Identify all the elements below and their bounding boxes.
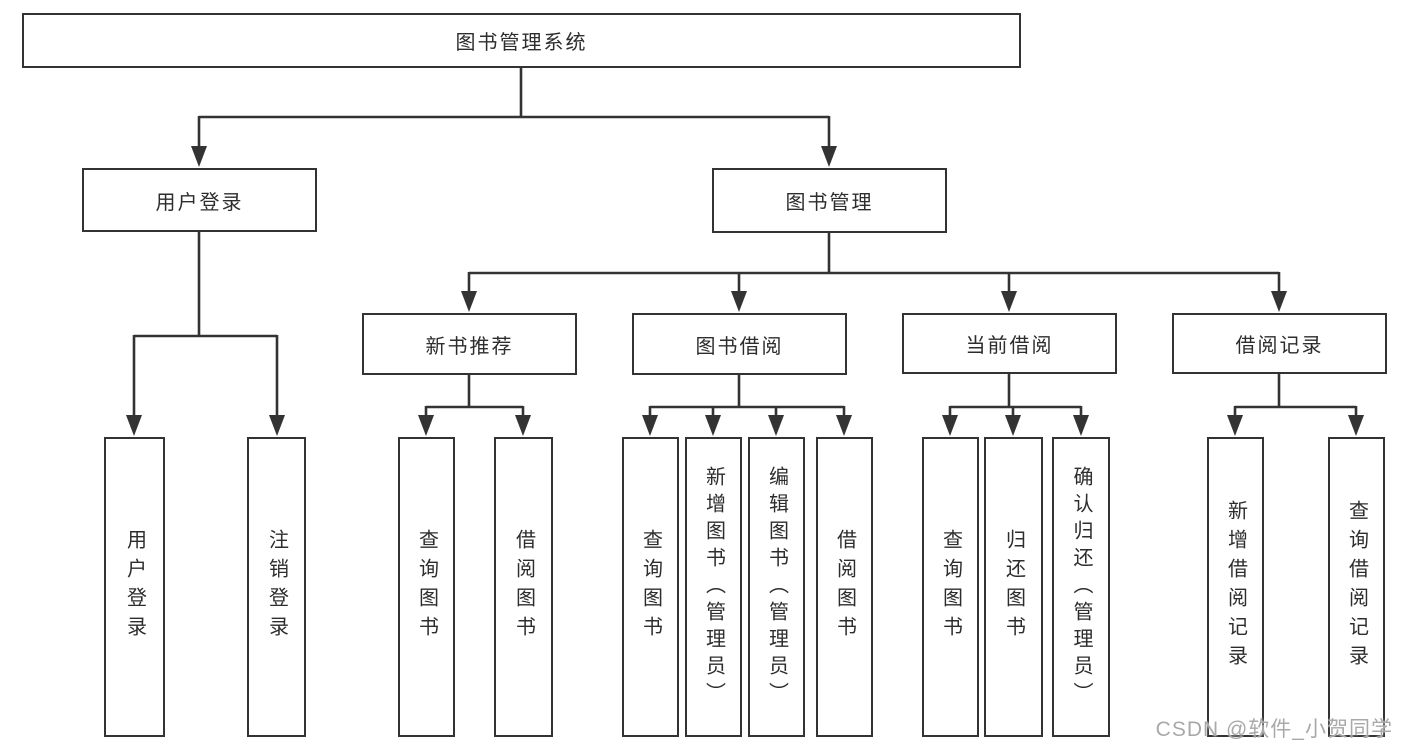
node-user-login-label: 用户登录: [155, 191, 244, 214]
leaf-bb-add-books-label: 新增图书（管理员）: [702, 465, 725, 709]
leaf-br-add-record-label: 新增借阅记录: [1224, 500, 1247, 674]
leaf-logout-label: 注销登录: [265, 529, 288, 645]
leaf-bb-borrow-books: 借阅图书: [816, 437, 873, 737]
node-book-management: 图书管理: [712, 168, 947, 233]
leaf-br-add-record: 新增借阅记录: [1207, 437, 1264, 737]
leaf-user-login: 用户登录: [104, 437, 165, 737]
leaf-cb-query-books-label: 查询图书: [939, 529, 962, 645]
node-current-borrowing: 当前借阅: [902, 313, 1117, 374]
leaf-br-query-record-label: 查询借阅记录: [1345, 500, 1368, 674]
node-root: 图书管理系统: [22, 13, 1021, 68]
node-borrowing-records: 借阅记录: [1172, 313, 1387, 374]
node-borrowing-records-label: 借阅记录: [1235, 335, 1324, 357]
leaf-cb-query-books: 查询图书: [922, 437, 979, 737]
leaf-nbr-borrow-books: 借阅图书: [494, 437, 553, 737]
leaf-user-login-label: 用户登录: [123, 529, 146, 645]
node-book-management-label: 图书管理: [785, 192, 874, 214]
leaf-bb-edit-books-label: 编辑图书（管理员）: [765, 465, 788, 709]
node-book-borrowing-label: 图书借阅: [695, 335, 784, 358]
leaf-nbr-borrow-books-label: 借阅图书: [512, 529, 535, 645]
leaf-br-query-record: 查询借阅记录: [1328, 437, 1385, 737]
node-new-book-recommend: 新书推荐: [362, 313, 577, 375]
node-new-book-recommend-label: 新书推荐: [425, 335, 514, 358]
node-book-borrowing: 图书借阅: [632, 313, 847, 375]
leaf-nbr-query-books-label: 查询图书: [415, 529, 438, 645]
leaf-logout: 注销登录: [247, 437, 306, 737]
leaf-bb-edit-books: 编辑图书（管理员）: [748, 437, 805, 737]
leaf-bb-query-books: 查询图书: [622, 437, 679, 737]
node-root-label: 图书管理系统: [455, 32, 588, 54]
node-user-login: 用户登录: [82, 168, 317, 232]
leaf-cb-return-books: 归还图书: [984, 437, 1043, 737]
leaf-nbr-query-books: 查询图书: [398, 437, 455, 737]
leaf-bb-add-books: 新增图书（管理员）: [685, 437, 742, 737]
csdn-watermark: CSDN @软件_小贺同学: [1155, 718, 1393, 741]
leaf-cb-confirm-return-label: 确认归还（管理员）: [1070, 465, 1092, 709]
leaf-cb-confirm-return: 确认归还（管理员）: [1052, 437, 1110, 737]
leaf-cb-return-books-label: 归还图书: [1002, 529, 1025, 645]
leaf-bb-query-books-label: 查询图书: [639, 529, 662, 645]
leaf-bb-borrow-books-label: 借阅图书: [833, 529, 856, 645]
node-current-borrowing-label: 当前借阅: [965, 335, 1054, 357]
